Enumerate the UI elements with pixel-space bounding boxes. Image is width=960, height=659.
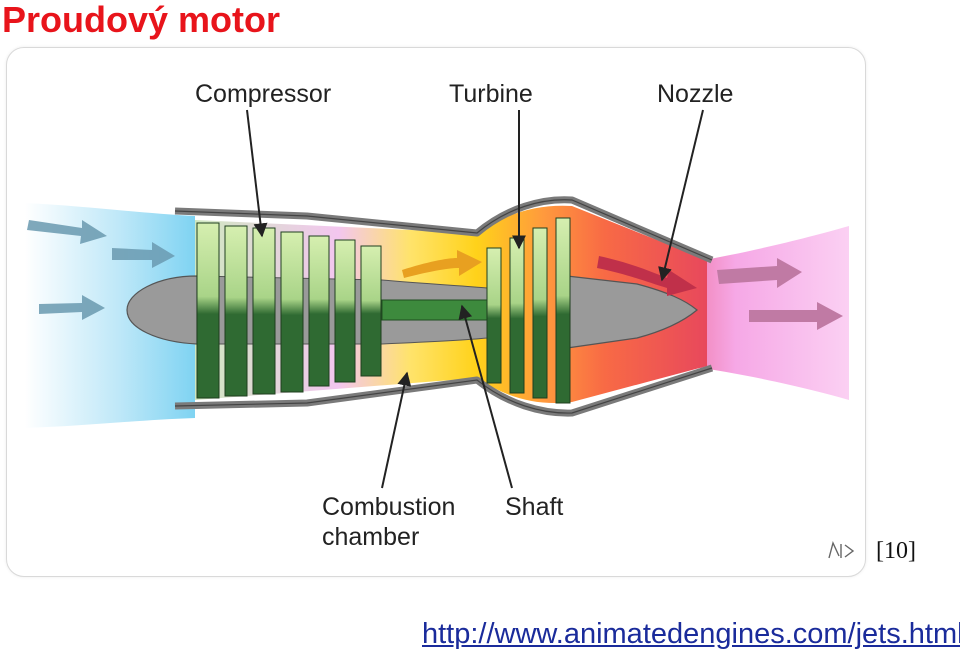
reference-number: [10] [876, 538, 916, 564]
intake-flow-arrows [27, 220, 175, 320]
source-link[interactable]: http://www.animatedengines.com/jets.html [422, 618, 960, 650]
combustion-flow-arrow [402, 250, 482, 278]
inlet-spinner [126, 275, 198, 345]
page-title: Proudový motor [2, 0, 281, 40]
exhaust-flow-arrows [597, 256, 843, 330]
drive-shaft [381, 299, 498, 321]
label-compressor: Compressor [195, 80, 331, 108]
artist-mark-icon [828, 540, 855, 559]
label-combustion-line2: chamber [322, 523, 419, 551]
label-combustion-line1: Combustion [322, 493, 455, 521]
label-shaft: Shaft [505, 493, 563, 521]
tail-cone [566, 275, 698, 349]
compressor-blades [196, 222, 382, 399]
jet-engine-diagram: Compressor Turbine Nozzle Combustion cha… [25, 80, 855, 559]
label-turbine: Turbine [449, 80, 533, 108]
label-leaders [246, 109, 704, 489]
jet-engine-diagram-panel: Compressor Turbine Nozzle Combustion cha… [6, 47, 866, 577]
label-nozzle: Nozzle [657, 80, 733, 108]
turbine-blades [486, 217, 571, 404]
